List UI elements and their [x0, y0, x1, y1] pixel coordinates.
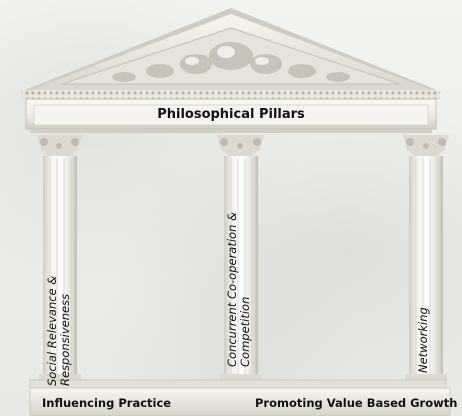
- pediment: [20, 8, 442, 92]
- base-left-label: Influencing Practice: [42, 396, 172, 410]
- dentil-frieze: [22, 90, 440, 99]
- column-right: [403, 135, 449, 380]
- pillar-label-3: Networking: [416, 307, 430, 373]
- pillar-label-2: Concurrent Co-operation & Competition: [225, 211, 252, 367]
- pillar-label-1: Social Relevance & Responsiveness: [45, 275, 72, 386]
- diagram-title: Philosophical Pillars: [157, 107, 305, 122]
- base-right-label: Promoting Value Based Growth: [255, 396, 458, 410]
- base-step: [29, 387, 451, 416]
- column-middle: [217, 135, 264, 380]
- column-left: [37, 135, 82, 380]
- base-step-top: [29, 379, 447, 389]
